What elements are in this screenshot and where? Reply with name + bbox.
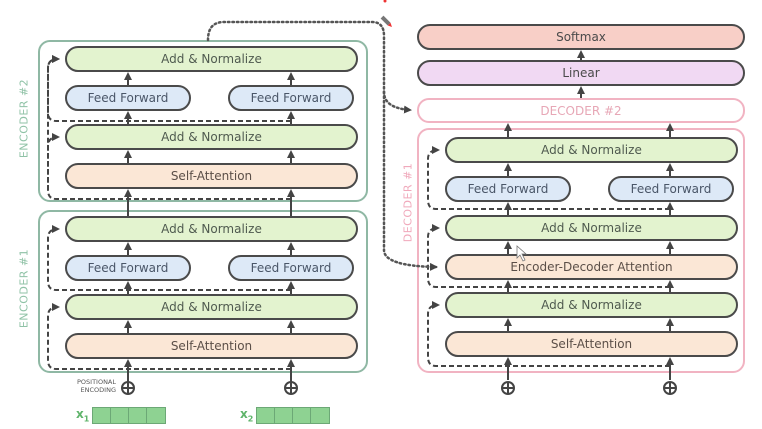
red-mark <box>383 0 387 3</box>
embedding-cell <box>93 408 111 423</box>
decoder-2-stack[interactable]: DECODER #2 <box>417 98 745 123</box>
x2-letter: x <box>240 407 248 421</box>
encoder-2-add-normalize-top[interactable]: Add & Normalize <box>65 46 358 72</box>
positional-encoding-adds <box>121 381 677 395</box>
decoder-1-add-normalize-low[interactable]: Add & Normalize <box>445 292 738 318</box>
encoder-1-feed-forward-left[interactable]: Feed Forward <box>65 255 191 281</box>
decoder-1-feed-forward-left[interactable]: Feed Forward <box>445 176 571 202</box>
embedding-cell <box>111 408 129 423</box>
linear-layer[interactable]: Linear <box>417 60 745 86</box>
pen-cursor-icon <box>380 15 392 27</box>
embedding-cell <box>293 408 311 423</box>
positional-encoding-label: POSITIONAL ENCODING <box>76 378 116 394</box>
embedding-cell <box>257 408 275 423</box>
encoder-2-feed-forward-left[interactable]: Feed Forward <box>65 85 191 111</box>
encoder-1-self-attention[interactable]: Self-Attention <box>65 333 358 359</box>
decoder-1-label: DECODER #1 <box>401 162 415 243</box>
x1-label: x1 <box>76 407 89 423</box>
x1-letter: x <box>76 407 84 421</box>
encoder-1-label: ENCODER #1 <box>17 248 31 329</box>
x2-embedding <box>256 407 330 424</box>
softmax-layer[interactable]: Softmax <box>417 24 745 50</box>
embedding-cell <box>275 408 293 423</box>
decoder-1-add-normalize-top[interactable]: Add & Normalize <box>445 137 738 163</box>
encoder-1-add-normalize-top[interactable]: Add & Normalize <box>65 216 358 242</box>
plus-circle-icon <box>663 381 677 395</box>
x2-subscript: 2 <box>247 414 254 424</box>
encoder-2-self-attention[interactable]: Self-Attention <box>65 163 358 189</box>
plus-circle-icon <box>121 381 135 395</box>
x2-label: x2 <box>240 407 253 423</box>
decoder-1-encoder-decoder-attention[interactable]: Encoder-Decoder Attention <box>445 254 738 280</box>
encoder-2-label: ENCODER #2 <box>17 78 31 159</box>
decoder-1-add-normalize-mid[interactable]: Add & Normalize <box>445 215 738 241</box>
encoder-2-feed-forward-right[interactable]: Feed Forward <box>228 85 354 111</box>
encoder-1-feed-forward-right[interactable]: Feed Forward <box>228 255 354 281</box>
embedding-cell <box>311 408 329 423</box>
encoder-1-add-normalize-mid[interactable]: Add & Normalize <box>65 294 358 320</box>
decoder-1-feed-forward-right[interactable]: Feed Forward <box>608 176 734 202</box>
x1-embedding <box>92 407 166 424</box>
plus-circle-icon <box>501 381 515 395</box>
embedding-cell <box>147 408 165 423</box>
x1-subscript: 1 <box>83 414 90 424</box>
decoder-1-self-attention[interactable]: Self-Attention <box>445 331 738 357</box>
embedding-cell <box>129 408 147 423</box>
plus-circle-icon <box>284 381 298 395</box>
encoder-2-add-normalize-mid[interactable]: Add & Normalize <box>65 124 358 150</box>
